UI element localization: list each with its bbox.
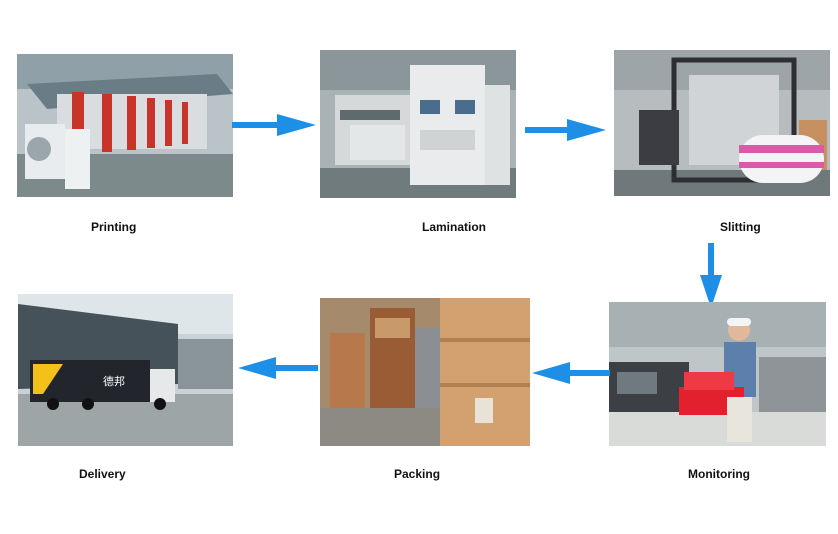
step-label-printing: Printing (91, 220, 137, 234)
monitoring-photo (609, 302, 826, 446)
step-label-lamination: Lamination (422, 220, 487, 234)
step-label-packing: Packing (394, 467, 441, 481)
packing-boxes-illustration (320, 298, 530, 446)
packing-photo (320, 298, 530, 446)
monitoring-worker-illustration (609, 302, 826, 446)
lamination-machine-illustration (320, 50, 516, 198)
delivery-photo: 德邦 (18, 294, 233, 446)
step-label-delivery: Delivery (79, 467, 126, 481)
step-label-monitoring: Monitoring (688, 467, 750, 481)
step-label-slitting: Slitting (720, 220, 761, 234)
arrow-lamination-to-slitting (525, 119, 606, 141)
arrow-packing-to-delivery (238, 357, 318, 379)
lamination-photo (320, 50, 516, 198)
arrow-monitoring-to-packing (532, 362, 610, 384)
truck-brand-text: 德邦 (103, 374, 125, 388)
arrow-printing-to-lamination (232, 114, 316, 136)
slitting-machine-illustration (614, 50, 830, 196)
delivery-truck-illustration: 德邦 (18, 294, 233, 446)
arrow-slitting-to-monitoring (700, 243, 722, 308)
printing-photo (17, 54, 233, 197)
slitting-photo (614, 50, 830, 196)
printing-machine-illustration (17, 54, 233, 197)
